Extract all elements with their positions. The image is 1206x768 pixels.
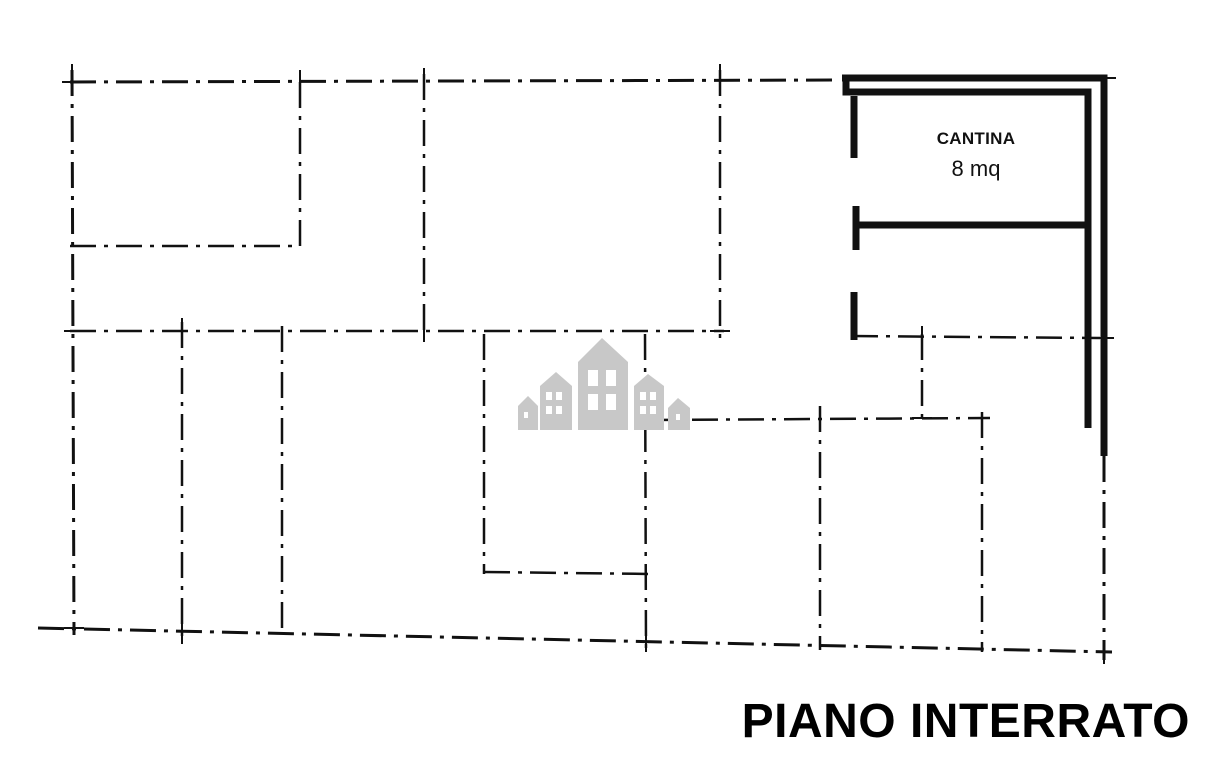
floor-title: PIANO INTERRATO — [741, 695, 1190, 748]
room-label-cantina: CANTINA — [936, 129, 1016, 148]
wall-bottom — [37, 626, 1113, 654]
buildings-logo-icon — [518, 338, 690, 430]
partition-lower-horizontal — [645, 416, 991, 422]
interior-walls — [70, 70, 1101, 652]
cantina-inner-wall — [842, 78, 1092, 428]
outer-walls — [37, 69, 1113, 660]
partition-cantina-bottom — [851, 334, 1101, 340]
room-area-cantina: 8 mq — [951, 156, 1001, 181]
partition-stair-bottom — [483, 570, 653, 576]
wall-left — [70, 69, 76, 636]
wall-top — [69, 78, 841, 84]
